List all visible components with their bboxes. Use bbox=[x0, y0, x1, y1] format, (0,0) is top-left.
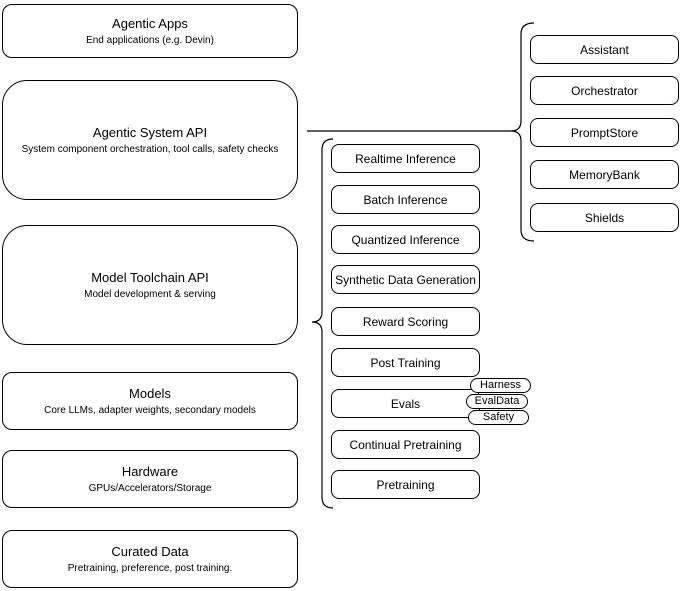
box-model-toolchain-api: Model Toolchain API Model development & … bbox=[2, 225, 298, 345]
service-box-reward-scoring: Reward Scoring bbox=[331, 307, 480, 336]
box-title: Curated Data bbox=[111, 543, 189, 559]
component-box-promptstore: PromptStore bbox=[530, 118, 679, 147]
service-box-batch-inference: Batch Inference bbox=[331, 185, 480, 214]
box-title: Agentic System API bbox=[92, 124, 208, 140]
box-subtitle: Core LLMs, adapter weights, secondary mo… bbox=[44, 404, 256, 416]
service-box-quantized-inference: Quantized Inference bbox=[331, 225, 480, 254]
box-title: Models bbox=[129, 385, 171, 401]
component-box-memorybank: MemoryBank bbox=[530, 160, 679, 189]
evals-tag-evaldata: EvalData bbox=[466, 394, 528, 409]
box-models: Models Core LLMs, adapter weights, secon… bbox=[2, 372, 298, 430]
evals-tag-harness: Harness bbox=[470, 378, 531, 393]
box-subtitle: End applications (e.g. Devin) bbox=[86, 34, 214, 46]
box-subtitle: Model development & serving bbox=[84, 288, 216, 300]
service-box-evals: Evals bbox=[331, 389, 480, 418]
component-box-assistant: Assistant bbox=[530, 35, 679, 64]
service-box-synthetic-data-generation: Synthetic Data Generation bbox=[331, 265, 480, 294]
box-title: Agentic Apps bbox=[112, 15, 188, 31]
box-subtitle: Pretraining, preference, post training. bbox=[67, 562, 233, 574]
toolchain-brace bbox=[311, 138, 334, 509]
box-subtitle: System component orchestration, tool cal… bbox=[21, 143, 279, 155]
box-hardware: Hardware GPUs/Accelerators/Storage bbox=[2, 450, 298, 508]
service-box-post-training: Post Training bbox=[331, 348, 480, 377]
box-title: Hardware bbox=[121, 463, 179, 479]
box-subtitle: GPUs/Accelerators/Storage bbox=[88, 482, 212, 494]
box-agentic-system-api: Agentic System API System component orch… bbox=[2, 80, 298, 200]
box-agentic-apps: Agentic Apps End applications (e.g. Devi… bbox=[2, 4, 298, 58]
component-box-orchestrator: Orchestrator bbox=[530, 76, 679, 105]
evals-tag-safety: Safety bbox=[468, 410, 529, 425]
component-box-shields: Shields bbox=[530, 203, 679, 232]
box-title: Model Toolchain API bbox=[91, 269, 209, 285]
service-box-pretraining: Pretraining bbox=[331, 470, 480, 499]
service-box-continual-pretraining: Continual Pretraining bbox=[331, 430, 480, 459]
service-box-realtime-inference: Realtime Inference bbox=[331, 144, 480, 173]
box-curated-data: Curated Data Pretraining, preference, po… bbox=[2, 530, 298, 588]
